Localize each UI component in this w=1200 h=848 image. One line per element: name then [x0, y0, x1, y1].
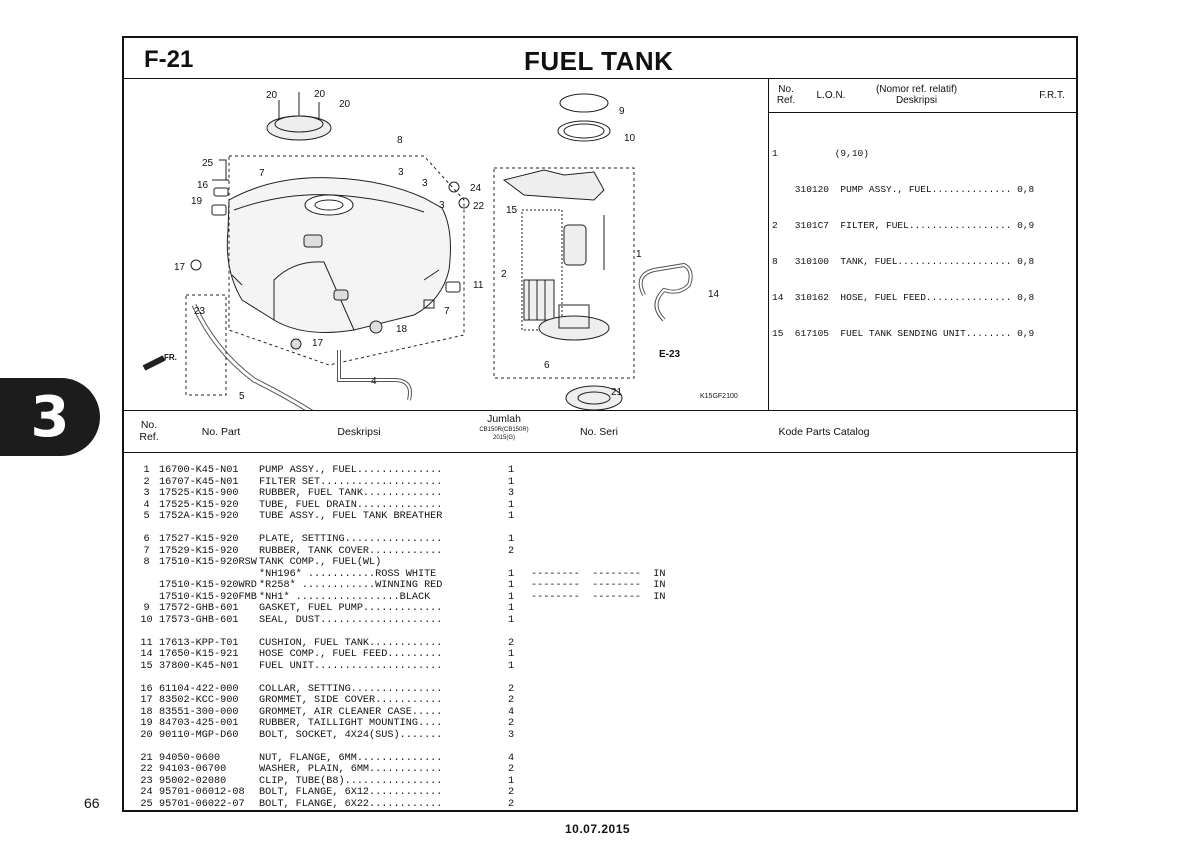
callout-8: 8: [397, 135, 403, 146]
callout-20b: 20: [314, 89, 326, 100]
callout-23: 23: [194, 306, 206, 317]
lon-header-lon: L.O.N.: [816, 90, 846, 101]
callout-3b: 3: [422, 178, 428, 189]
section-ref-label: E-23: [659, 349, 681, 360]
table-row: 17510-K15-920WRD*R258* ............WINNI…: [159, 580, 666, 591]
lon-row: 14 310162 HOSE, FUEL FEED...............…: [772, 292, 1035, 303]
lon-row: 1 (9,10): [772, 148, 869, 159]
lon-header-deskripsi: (Nomor ref. relatif) Deskripsi: [875, 84, 958, 106]
header-deskripsi: Deskripsi: [337, 426, 381, 438]
callout-11: 11: [473, 280, 484, 291]
page-title: FUEL TANK: [524, 46, 674, 76]
callout-3c: 3: [439, 200, 445, 211]
figure-id: K15GF2100: [700, 393, 738, 400]
callout-4: 4: [371, 376, 377, 387]
header-jumlah-model: CB150R(CB150R): [479, 427, 529, 433]
callout-21: 21: [611, 387, 623, 398]
callout-15: 15: [506, 205, 518, 216]
lon-row: 2 3101C7 FILTER, FUEL.................. …: [772, 220, 1035, 231]
page-number: 66: [84, 795, 100, 811]
lon-header-no-ref: No. Ref.: [776, 84, 796, 106]
callout-17b: 17: [312, 338, 324, 349]
lon-row: 8 310100 TANK, FUEL.................... …: [772, 256, 1035, 267]
table-row: 17510-K15-920FMB*NH1* .................B…: [159, 591, 666, 603]
callout-2: 2: [501, 269, 507, 280]
header-kode-parts-catalog: Kode Parts Catalog: [778, 426, 870, 438]
callout-24: 24: [470, 183, 482, 194]
section-tab: 3: [0, 378, 100, 456]
exploded-diagram: 20 20 20 9 10 8 25 7 3 3 16 19 3 24 22 1…: [142, 89, 738, 410]
parts-page-frame: F-21 FUEL TANK: [122, 36, 1078, 812]
callout-7b: 7: [444, 306, 450, 317]
diagram-bottom-divider: [124, 410, 1076, 411]
callout-7a: 7: [259, 168, 265, 179]
lon-header-frt: F.R.T.: [1039, 90, 1065, 101]
front-direction-label: FR.: [164, 353, 177, 362]
header-jumlah: Jumlah: [487, 413, 521, 425]
header-jumlah-year: 2015(G): [492, 435, 515, 441]
callout-5: 5: [239, 391, 245, 402]
callout-25: 25: [202, 158, 214, 169]
callout-17a: 17: [174, 262, 186, 273]
callout-1: 1: [636, 249, 642, 260]
callout-19: 19: [191, 196, 203, 207]
callout-18: 18: [396, 324, 408, 335]
lon-header-divider: [768, 112, 1076, 113]
callout-16: 16: [197, 180, 209, 191]
callout-9: 9: [619, 106, 625, 117]
page-code: F-21: [144, 46, 194, 73]
callout-3a: 3: [398, 167, 404, 178]
lon-row: 310120 PUMP ASSY., FUEL.............. 0,…: [772, 184, 1035, 195]
header-no-part: No. Part: [201, 426, 241, 438]
print-date: 10.07.2015: [565, 822, 631, 836]
lon-table-rows: 1 (9,10) 310120 PUMP ASSY., FUEL........…: [772, 124, 1034, 364]
callout-20c: 20: [339, 99, 351, 110]
lon-row: 15 617105 FUEL TANK SENDING UNIT........…: [772, 328, 1035, 339]
table-header-divider: [124, 452, 1076, 453]
title-divider: [124, 78, 1076, 79]
diagram-divider: [768, 78, 769, 410]
header-no-seri: No. Seri: [580, 426, 618, 438]
callout-14: 14: [708, 289, 720, 300]
callout-10: 10: [624, 133, 636, 144]
callout-6: 6: [544, 360, 550, 371]
header-no-ref: No. Ref.: [139, 419, 159, 443]
callout-20a: 20: [266, 90, 278, 101]
callout-22: 22: [473, 201, 485, 212]
